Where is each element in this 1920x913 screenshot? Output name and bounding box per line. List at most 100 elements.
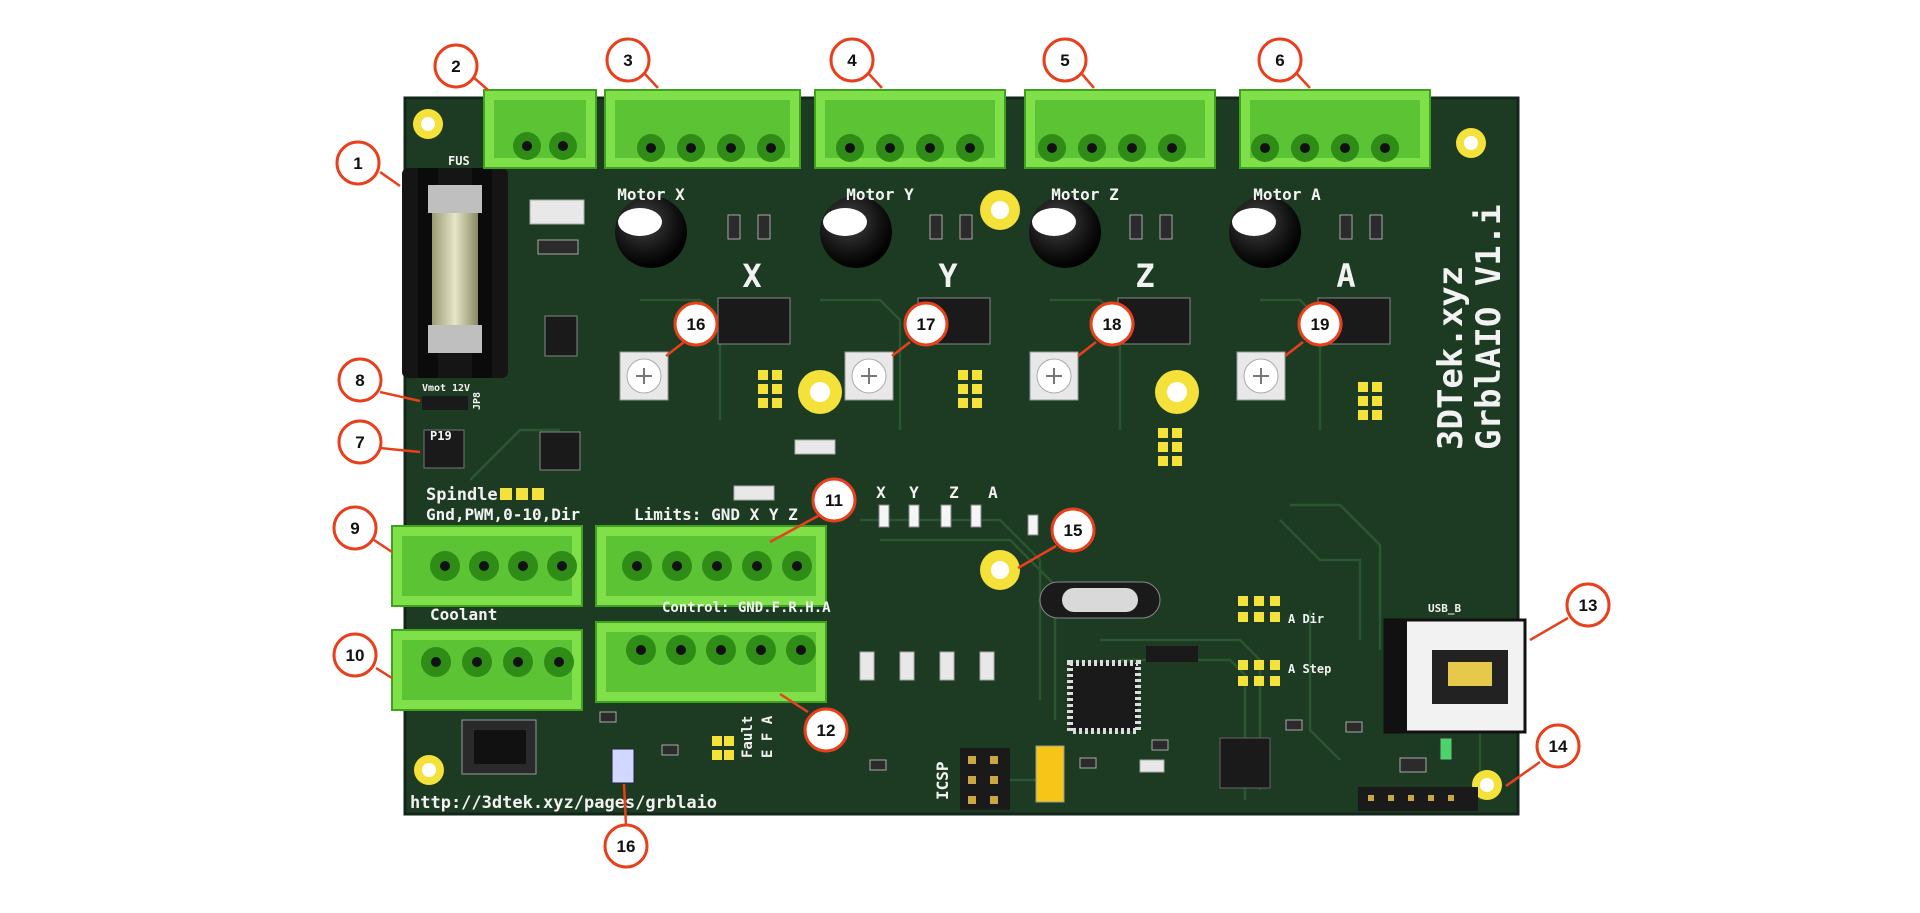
small-headers	[422, 396, 1198, 662]
terminal-block-motor-y	[814, 89, 1006, 169]
silk-axis-y: Y	[938, 257, 958, 295]
silk-motor-y: Motor Y	[846, 185, 914, 204]
silk-usb: USB_B	[1428, 602, 1461, 615]
callout-1: 1	[335, 140, 401, 188]
callout-14: 14	[1505, 723, 1581, 788]
terminal-block-motor-a	[1239, 89, 1431, 169]
callout-label: 12	[817, 721, 836, 740]
silk-led-y: Y	[909, 483, 919, 502]
callout-label: 4	[847, 51, 857, 70]
icsp-header	[960, 748, 1010, 810]
silk-led-x: X	[876, 483, 886, 502]
terminal-block-spindle	[391, 525, 583, 607]
status-leds	[878, 504, 1039, 536]
terminal-block-power	[483, 89, 597, 169]
callout-label: 1	[353, 154, 362, 173]
callout-label: 17	[917, 315, 936, 334]
callout-label: 18	[1103, 315, 1122, 334]
silk-motor-x: Motor X	[617, 185, 685, 204]
microstep-jumpers	[500, 370, 1382, 760]
callout-4: 4	[829, 37, 883, 89]
callout-label: 5	[1060, 51, 1069, 70]
silk-a-dir: A Dir	[1288, 612, 1324, 626]
serial-pin-header	[1358, 787, 1478, 811]
callout-16b: 16	[603, 783, 649, 869]
callout-label: 16	[617, 837, 636, 856]
callout-11: 11	[769, 477, 857, 544]
callout-3: 3	[605, 37, 659, 89]
callout-13: 13	[1529, 582, 1611, 642]
callout-6: 6	[1257, 37, 1311, 89]
terminal-block-control	[595, 621, 827, 703]
terminal-block-limits	[595, 525, 827, 607]
terminal-block-motor-x	[604, 89, 801, 169]
silk-axis-z: Z	[1135, 257, 1154, 295]
terminal-block-motor-z	[1024, 89, 1216, 169]
callout-16a: 16	[665, 301, 719, 357]
silk-version: GrblAIO V1.i	[1469, 204, 1509, 450]
stepper-driver-ics	[539, 297, 1391, 471]
silk-fault-axes: E F A	[760, 715, 776, 758]
potentiometers	[619, 351, 1286, 401]
callout-label: 15	[1064, 521, 1083, 540]
callout-label: 3	[623, 51, 632, 70]
callout-19: 19	[1284, 301, 1343, 357]
callout-label: 6	[1275, 51, 1284, 70]
callout-7: 7	[337, 419, 421, 465]
silk-limits: Limits: GND X Y Z	[634, 505, 798, 524]
silk-spindle: Spindle	[426, 485, 498, 505]
silk-axis-x: X	[742, 257, 761, 295]
callout-17: 17	[891, 301, 949, 357]
microcontroller	[1067, 660, 1141, 734]
silk-spindle-pins: Gnd,PWM,0-10,Dir	[426, 505, 580, 524]
silk-motor-a: Motor A	[1253, 185, 1321, 204]
smd-components	[529, 199, 1427, 773]
silk-icsp: ICSP	[933, 761, 952, 800]
crystal-oscillator	[1039, 581, 1161, 619]
usb-b-connector	[1383, 618, 1527, 734]
mosfet-q1	[461, 719, 537, 775]
silk-p19: P19	[430, 429, 452, 443]
callout-label: 13	[1579, 596, 1598, 615]
callout-label: 2	[451, 57, 460, 76]
callout-18: 18	[1077, 301, 1135, 357]
callout-label: 7	[355, 433, 364, 452]
silk-axis-a: A	[1336, 257, 1355, 295]
callout-2: 2	[433, 43, 489, 91]
silk-coolant: Coolant	[430, 605, 497, 624]
callout-label: 11	[825, 491, 843, 510]
silk-brand: 3DTek.xyz	[1431, 266, 1471, 450]
silk-led-z: Z	[949, 483, 959, 502]
silk-a-step: A Step	[1288, 662, 1331, 676]
silk-url: http://3dtek.xyz/pages/grblaio	[410, 793, 717, 813]
terminal-block-coolant	[391, 629, 583, 711]
callout-12: 12	[779, 692, 849, 753]
silk-jp8: JP8	[472, 392, 483, 410]
callout-label: 9	[350, 519, 359, 538]
fuse-label: FUS	[448, 154, 470, 168]
reset-switch	[611, 748, 635, 784]
silk-control: Control: GND.F.R.H.A	[662, 600, 831, 616]
motor-capacitors	[615, 196, 1301, 268]
callout-8: 8	[337, 357, 421, 403]
silk-led-a: A	[988, 483, 998, 502]
silk-vmot: Vmot	[422, 383, 446, 394]
callout-10: 10	[332, 632, 393, 680]
callout-label: 16	[687, 315, 706, 334]
silk-fault: Fault	[740, 716, 756, 758]
tantalum-capacitor	[1035, 745, 1065, 803]
callout-label: 14	[1549, 737, 1568, 756]
power-led	[1439, 737, 1453, 761]
mounting-holes	[413, 109, 1502, 800]
silk-12v: 12V	[452, 383, 470, 394]
silk-motor-z: Motor Z	[1051, 185, 1119, 204]
callout-label: 10	[346, 646, 365, 665]
callout-label: 8	[355, 371, 364, 390]
usb-interface-chip	[1219, 737, 1271, 789]
callout-5: 5	[1042, 37, 1095, 89]
fuse-holder: FUS	[402, 154, 508, 378]
callout-9: 9	[332, 505, 393, 554]
callout-label: 19	[1311, 315, 1330, 334]
callout-15: 15	[1017, 507, 1096, 570]
